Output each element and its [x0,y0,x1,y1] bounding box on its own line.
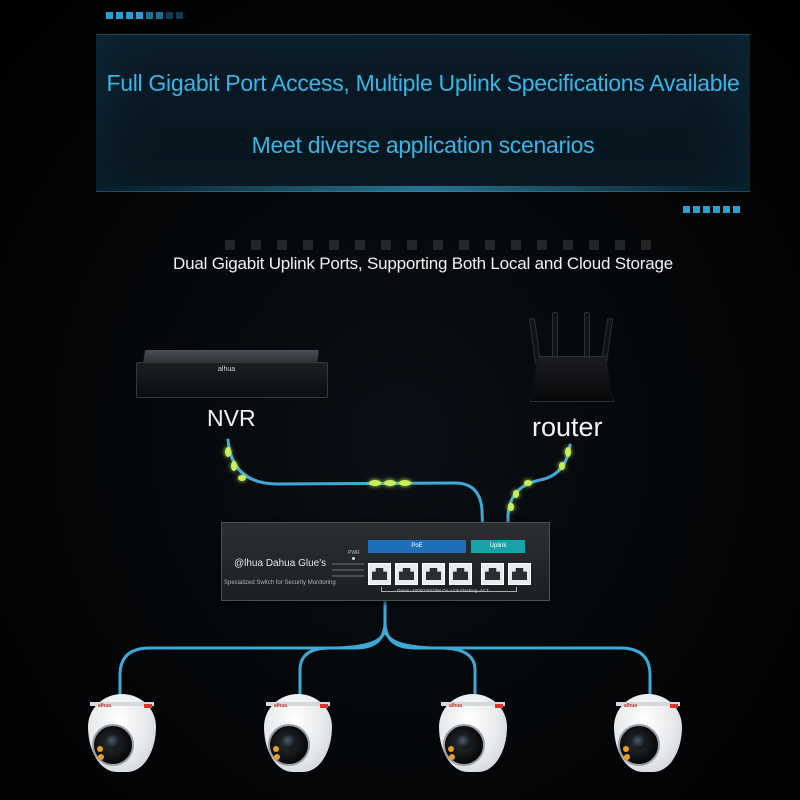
ethernet-ports [368,563,531,585]
switch-description: Specialized Switch for Security Monitori… [224,580,336,586]
switch-brand: @lhua Dahua Glue's [234,558,327,569]
signal-pulses-nvr [225,447,411,486]
camera-brand: alhua [624,703,638,709]
uplink-port-bar: Uplink [471,540,525,553]
camera-brand: alhua [449,703,463,709]
camera-brand: alhua [274,703,288,709]
led-legend [332,563,364,581]
uplink-port-1 [481,563,504,585]
cable-switch-to-cameras [118,600,652,702]
nvr-device: alhua [136,350,328,398]
subheadline: Dual Gigabit Uplink Ports, Supporting Bo… [173,254,673,273]
dome-camera-2: alhua [262,694,334,774]
faint-background-text [225,240,655,250]
banner-glow [96,186,750,192]
decor-squares-bottom [683,206,740,213]
ethernet-port-1 [368,563,391,585]
nvr-label: NVR [207,405,256,431]
ethernet-port-4 [449,563,472,585]
power-led [352,557,355,560]
camera-brand: alhua [98,703,112,709]
router-label: router [532,412,603,442]
headline-line-2: Meet diverse application scenarios [251,132,595,158]
dome-camera-4: alhua [612,694,684,774]
headline-line-1: Full Gigabit Port Access, Multiple Uplin… [106,70,740,96]
decor-squares-top [106,12,183,19]
power-label: PWR [348,550,360,556]
headline-banner [96,34,750,192]
uplink-port-2 [508,563,531,585]
poe-port-bar: PoE [368,540,466,553]
port-status-note: Green=1000/100/10M On=Link Flashing=ACT [397,588,489,593]
router-device [522,312,618,404]
poe-switch: @lhua Dahua Glue's Specialized Switch fo… [221,522,550,601]
ethernet-port-3 [422,563,445,585]
port-bracket [381,587,517,592]
dome-camera-1: alhua [86,694,158,774]
signal-pulses-router [508,447,571,511]
ethernet-port-2 [395,563,418,585]
dome-camera-3: alhua [437,694,509,774]
